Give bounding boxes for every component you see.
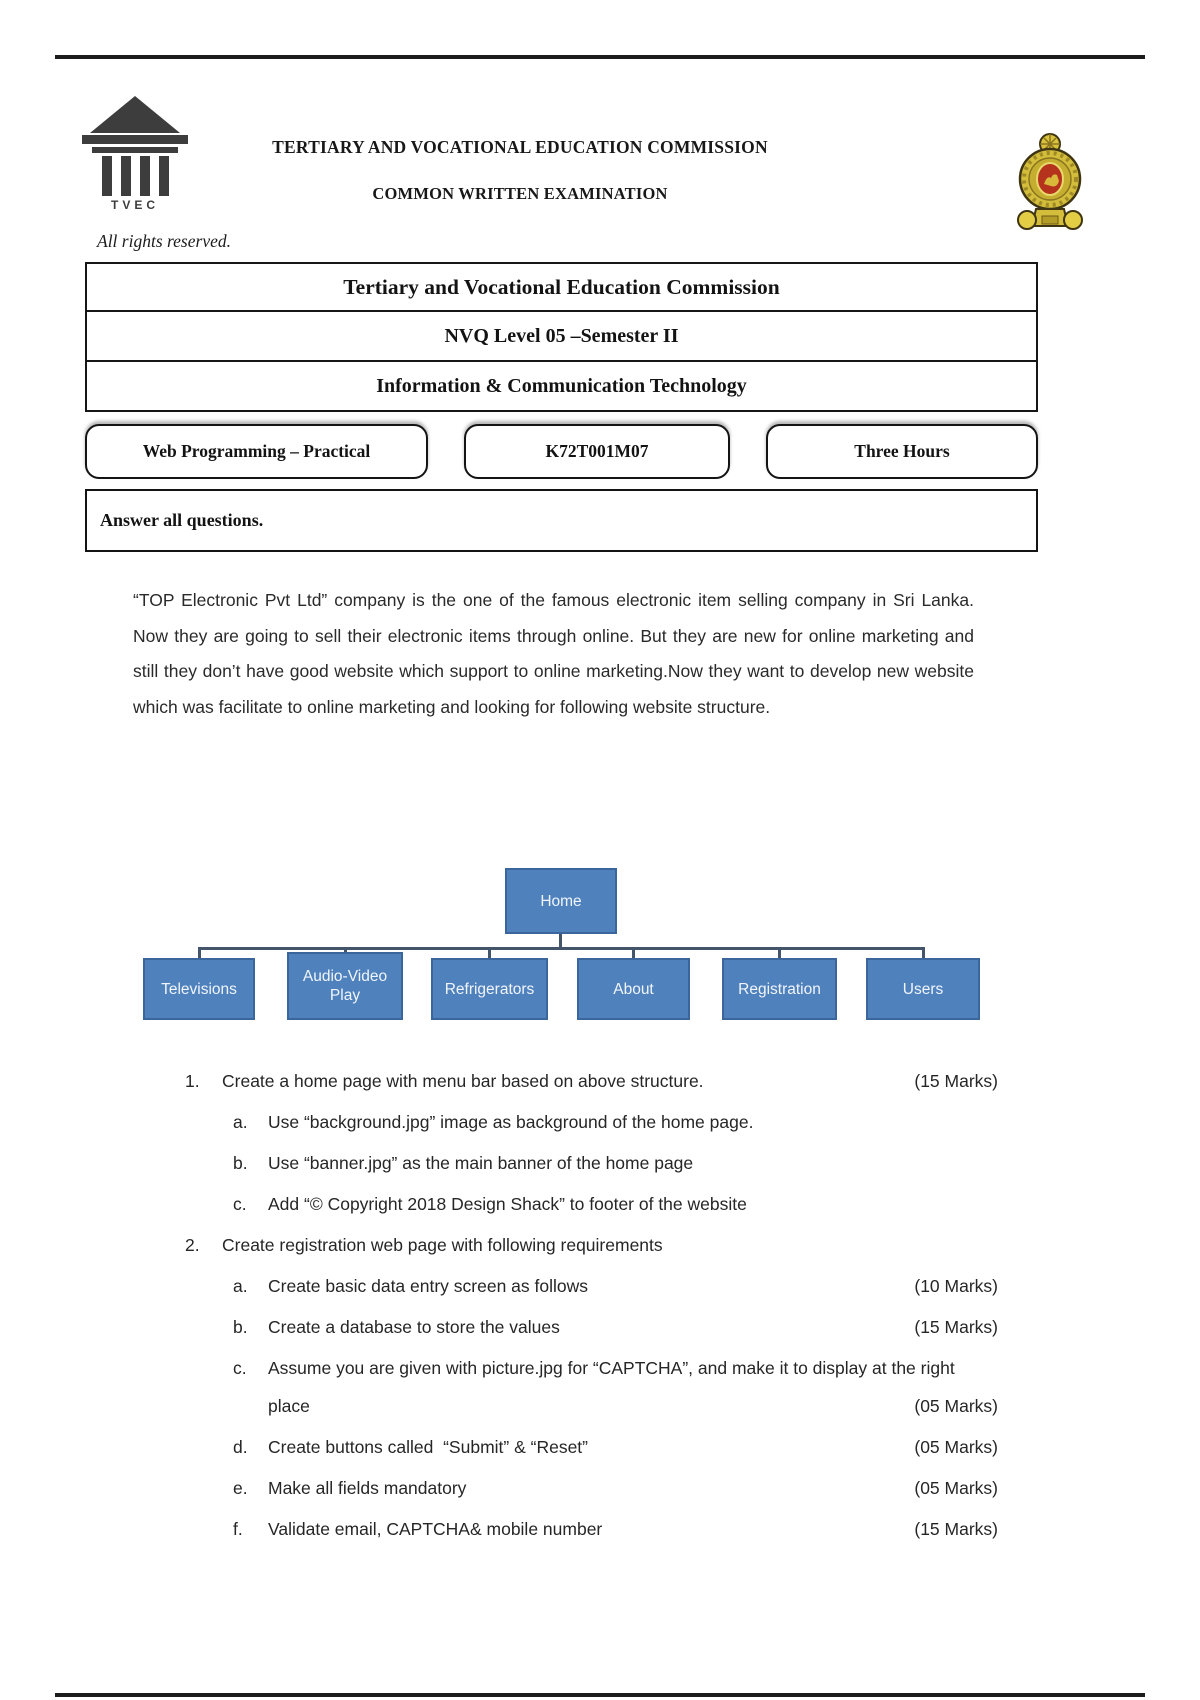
examination-title: COMMON WRITTEN EXAMINATION <box>372 184 668 203</box>
sitemap-node-label: Refrigerators <box>444 980 535 998</box>
tvec-building-icon: TVEC <box>76 96 194 212</box>
sub-question-letter: e. <box>233 1478 248 1498</box>
sitemap-node-home: Home <box>505 868 617 934</box>
exam-info-row-level: NVQ Level 05 –Semester II <box>87 312 1036 362</box>
sitemap-node-audio-video-play: Audio-Video Play <box>287 952 403 1020</box>
sub-question-letter: a. <box>233 1112 248 1132</box>
marks-label: (05 Marks) <box>914 1478 998 1498</box>
question-item-1: 1. Create a home page with menu bar base… <box>185 1062 998 1100</box>
sub-question-item-2b: b. Create a database to store the values… <box>185 1308 998 1346</box>
exam-info-row-course: Information & Communication Technology <box>376 374 747 397</box>
sitemap-node-label: Users <box>902 980 944 998</box>
sub-question-text: Use “background.jpg” image as background… <box>268 1112 754 1132</box>
intro-paragraph: “TOP Electronic Pvt Ltd” company is the … <box>133 590 974 717</box>
sub-question-letter: b. <box>233 1317 248 1337</box>
exam-info-table: Tertiary and Vocational Education Commis… <box>85 262 1038 412</box>
tvec-logo-label: TVEC <box>110 198 159 212</box>
connector-line <box>198 947 925 950</box>
top-horizontal-rule <box>55 55 1145 59</box>
sitemap-node-refrigerators: Refrigerators <box>431 958 548 1020</box>
question-number: 2. <box>185 1235 200 1255</box>
connector-line <box>922 950 925 958</box>
marks-label: (15 Marks) <box>914 1519 998 1539</box>
sub-question-item-1c: c. Add “© Copyright 2018 Design Shack” t… <box>185 1185 998 1223</box>
question-number: 1. <box>185 1071 200 1091</box>
question-text: Create a home page with menu bar based o… <box>222 1071 704 1091</box>
bottom-horizontal-rule <box>55 1693 1145 1697</box>
tvec-beam-shape <box>82 135 188 144</box>
paper-code-box: K72T001M07 <box>464 424 730 479</box>
sub-question-item-2a: a. Create basic data entry screen as fol… <box>185 1267 998 1305</box>
question-item-2: 2. Create registration web page with fol… <box>185 1226 998 1264</box>
marks-label: (10 Marks) <box>914 1276 998 1296</box>
sub-question-item-2c: c. Assume you are given with picture.jpg… <box>185 1349 998 1425</box>
connector-line <box>198 950 201 958</box>
connector-line <box>632 950 635 958</box>
sitemap-diagram: Home Televisions Audio-Video Play Refrig… <box>0 868 1200 1033</box>
marks-label: (15 Marks) <box>914 1071 998 1091</box>
sitemap-node-label: Audio-Video Play <box>302 968 388 1004</box>
organization-title: TERTIARY AND VOCATIONAL EDUCATION COMMIS… <box>272 137 768 157</box>
sitemap-node-televisions: Televisions <box>143 958 255 1020</box>
duration-box: Three Hours <box>766 424 1038 479</box>
exam-info-row-commission: Tertiary and Vocational Education Commis… <box>87 264 1036 312</box>
question-text: Create registration web page with follow… <box>222 1235 663 1255</box>
marks-label: (05 Marks) <box>914 1437 998 1457</box>
sub-question-text: Create a database to store the values <box>268 1317 560 1337</box>
marks-label: (05 Marks) <box>914 1396 998 1416</box>
meta-box-row: Web Programming – Practical K72T001M07 T… <box>85 424 1038 479</box>
sub-question-item-2d: d. Create buttons called “Submit” & “Res… <box>185 1428 998 1466</box>
sub-question-item-2e: e. Make all fields mandatory (05 Marks) <box>185 1469 998 1507</box>
sub-question-letter: b. <box>233 1153 248 1173</box>
sitemap-node-about: About <box>577 958 690 1020</box>
sitemap-node-label: About <box>613 980 654 998</box>
question-list: 1. Create a home page with menu bar base… <box>185 1062 998 1551</box>
sri-lanka-national-emblem-icon <box>1013 130 1087 241</box>
marks-label: (15 Marks) <box>914 1317 998 1337</box>
sub-question-item-1b: b. Use “banner.jpg” as the main banner o… <box>185 1144 998 1182</box>
tvec-roof-shape <box>90 96 180 133</box>
sitemap-node-label: Home <box>540 892 582 910</box>
sub-question-text: Create basic data entry screen as follow… <box>268 1276 589 1296</box>
sub-question-text: Validate email, CAPTCHA& mobile number <box>268 1519 603 1539</box>
sitemap-node-users: Users <box>866 958 980 1020</box>
sub-question-letter: f. <box>233 1519 243 1539</box>
tvec-columns-shape <box>76 156 194 196</box>
sub-question-letter: c. <box>233 1358 247 1378</box>
sitemap-node-registration: Registration <box>722 958 837 1020</box>
tvec-beam-shape <box>92 147 178 153</box>
sub-question-text: Use “banner.jpg” as the main banner of t… <box>268 1153 694 1173</box>
sub-question-text: Make all fields mandatory <box>268 1478 467 1498</box>
sub-question-letter: a. <box>233 1276 248 1296</box>
sub-question-text: Add “© Copyright 2018 Design Shack” to f… <box>268 1194 747 1214</box>
connector-line <box>778 950 781 958</box>
sub-question-item-1a: a. Use “background.jpg” image as backgro… <box>185 1103 998 1141</box>
sub-question-letter: d. <box>233 1437 248 1457</box>
subject-box: Web Programming – Practical <box>85 424 428 479</box>
connector-line <box>559 934 562 948</box>
sub-question-item-2f: f. Validate email, CAPTCHA& mobile numbe… <box>185 1510 998 1548</box>
instruction-box: Answer all questions. <box>85 489 1038 552</box>
sub-question-text: Assume you are given with picture.jpg fo… <box>268 1358 960 1416</box>
sitemap-node-label: Registration <box>738 980 821 998</box>
sitemap-node-label: Televisions <box>161 980 237 998</box>
sub-question-letter: c. <box>233 1194 247 1214</box>
connector-line <box>488 950 491 958</box>
rights-note: All rights reserved. <box>97 231 231 251</box>
sub-question-text: Create buttons called “Submit” & “Reset” <box>268 1437 588 1457</box>
